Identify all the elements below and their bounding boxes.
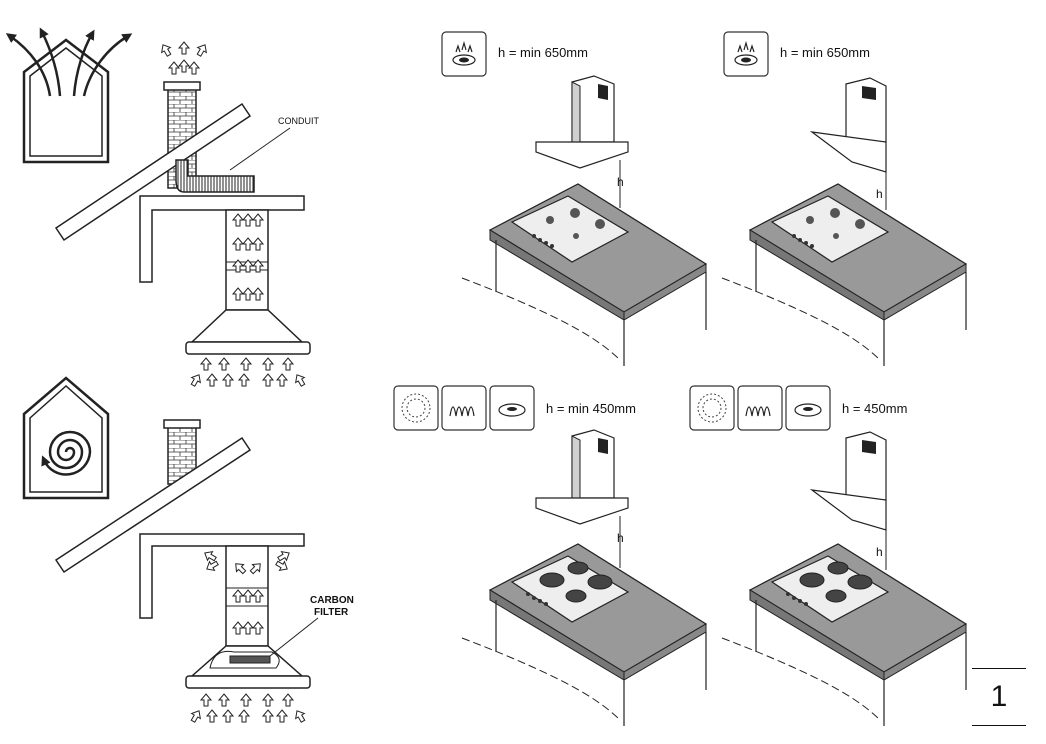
carbon-label-line1: CARBON xyxy=(310,595,354,606)
height-label-electric-wall: h = 450mm xyxy=(842,401,908,416)
induction-plate-icon xyxy=(393,385,439,431)
induction-plate-icon-2 xyxy=(689,385,735,431)
gas-flame-burner-icon xyxy=(441,31,487,77)
height-label-electric-island: h = min 450mm xyxy=(546,401,636,416)
wall-electric-scene: h xyxy=(689,385,968,726)
ducted-installation: CONDUIT xyxy=(5,27,319,389)
h-marker-3: h xyxy=(617,531,624,545)
house-exhaust-arrows-icon xyxy=(5,27,133,164)
exhaust-arrows xyxy=(158,41,210,75)
carbon-label-line2: FILTER xyxy=(314,607,349,618)
height-label-gas-island: h = min 650mm xyxy=(498,45,588,60)
height-label-gas-wall: h = min 650mm xyxy=(780,45,870,60)
page-number: 1 xyxy=(972,668,1026,726)
island-gas-scene: h xyxy=(441,31,708,366)
wall-gas-scene: h xyxy=(721,31,968,366)
house-spiral-recirculation-icon xyxy=(22,376,110,500)
h-marker-4: h xyxy=(876,545,883,559)
conduit-label: CONDUIT xyxy=(278,116,319,126)
conduit-duct xyxy=(175,159,255,193)
intake-arrows xyxy=(188,357,308,389)
h-marker: h xyxy=(617,175,624,189)
recirculating-installation: CARBON FILTER xyxy=(22,376,354,725)
island-electric-scene: h xyxy=(393,385,708,726)
h-marker-2: h xyxy=(876,187,883,201)
intake-arrows-recirc xyxy=(188,693,308,725)
gas-flame-burner-icon-2 xyxy=(723,31,769,77)
carbon-filter xyxy=(229,655,271,664)
